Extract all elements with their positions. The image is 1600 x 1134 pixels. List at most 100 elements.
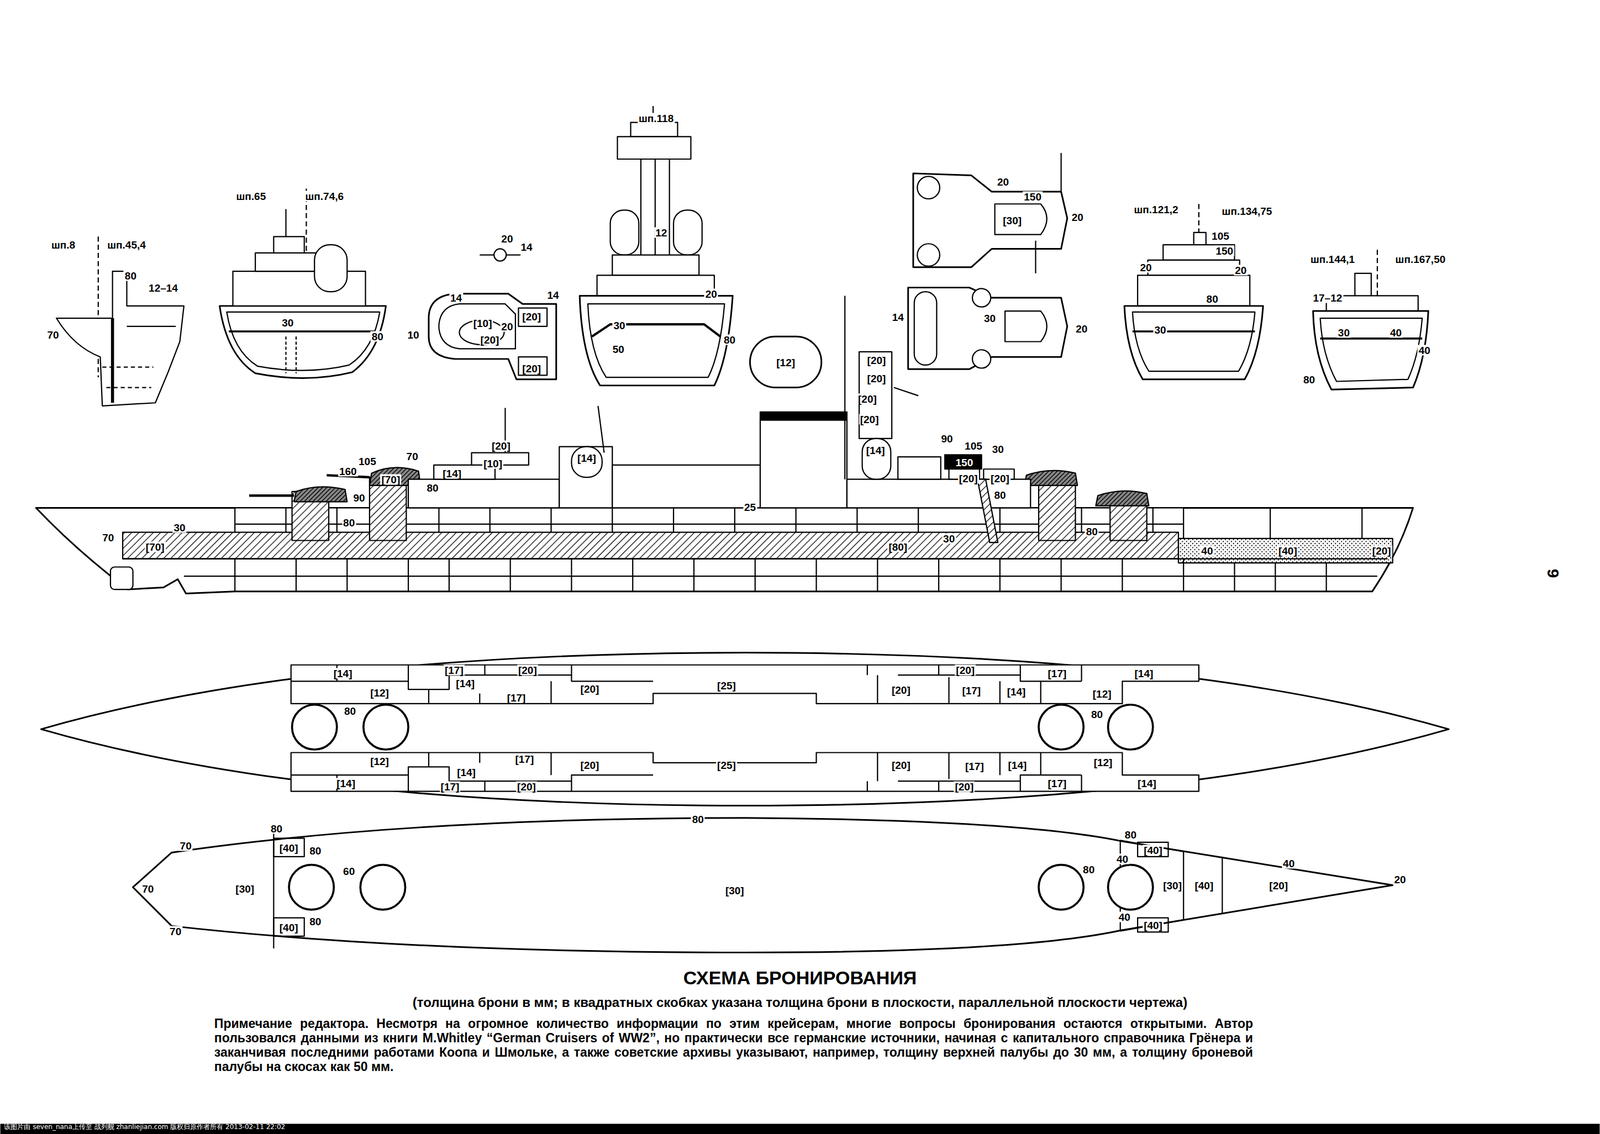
side-profile [1024, 470, 1078, 486]
armor-thickness: [30] [1161, 880, 1183, 892]
section-stern [1320, 337, 1423, 340]
director-top [479, 248, 521, 261]
armor-thickness: 20 [1070, 212, 1085, 223]
armor-thickness: 70 [168, 926, 183, 938]
armor-thickness: [40] [1277, 545, 1299, 557]
turret-plans-aft [1060, 153, 1062, 192]
armor-thickness: [70] [380, 474, 402, 486]
armor-thickness: 30 [1337, 327, 1351, 339]
side-profile [110, 567, 134, 591]
armor-thickness: [80] [887, 541, 909, 552]
armor-thickness: [20] [989, 473, 1011, 484]
armor-thickness: 80 [722, 334, 737, 346]
armor-thickness: [12] [1091, 688, 1113, 699]
armor-deck-plan [133, 818, 1393, 954]
watermark: 该图片由 seven_nana上传至 战列舰 zhanliejian.com 版… [3, 1123, 286, 1131]
armor-thickness: [14] [332, 667, 354, 679]
armor-thickness: 70 [179, 840, 193, 852]
armor-deck-plan [1137, 842, 1168, 857]
upper-deck-plan [292, 704, 338, 750]
turret-plans-aft [908, 287, 1068, 370]
section-forward [228, 330, 376, 333]
section-stern [1313, 311, 1429, 390]
armor-deck-plan [1038, 865, 1084, 910]
armor-thickness: шп.121,2 [1133, 203, 1180, 215]
armor-thickness: [40] [278, 842, 300, 854]
armor-thickness: 10 [406, 329, 420, 340]
armor-thickness: [14] [454, 678, 476, 689]
side-profile [893, 387, 919, 397]
armor-thickness: [20] [866, 354, 888, 366]
armor-thickness: 14 [545, 289, 560, 300]
side-profile [1030, 479, 1078, 481]
section-midship [630, 122, 678, 138]
armor-thickness: [17] [439, 781, 461, 792]
armor-thickness: 20 [1074, 323, 1089, 334]
armor-thickness: шп.65 [234, 190, 267, 202]
section-midship [591, 324, 721, 337]
turret-plan [518, 356, 547, 376]
side-profile [760, 418, 847, 508]
armor-thickness: 20 [1139, 261, 1154, 273]
section-aft [1162, 244, 1235, 261]
armor-thickness: [14] [1006, 686, 1028, 698]
editor-note: Примечание редактора. Несмотря на огромн… [214, 1016, 1254, 1075]
armor-thickness: 70 [140, 883, 155, 894]
armor-thickness: 50 [611, 343, 626, 355]
armor-thickness: [20] [517, 665, 539, 676]
upper-deck-plan [291, 753, 1199, 792]
armor-deck-plan [1182, 851, 1184, 921]
armor-thickness: [17] [1046, 667, 1068, 679]
side-profile [1038, 477, 1076, 541]
section-midship [587, 303, 725, 378]
armor-thickness: [17] [960, 685, 982, 697]
side-profile [293, 486, 347, 502]
armor-thickness: 20 [704, 288, 719, 299]
upper-deck-plan [40, 653, 1449, 807]
armor-thickness: 80 [123, 270, 138, 281]
section-stern [1320, 318, 1423, 382]
section-aft [1124, 306, 1263, 380]
armor-deck-plan [1137, 918, 1168, 933]
side-profile [249, 494, 294, 497]
armor-thickness: 150 [954, 456, 975, 468]
armor-thickness: 30 [280, 317, 295, 328]
armor-thickness: 25 [743, 501, 757, 513]
upper-deck-plan [291, 665, 1199, 704]
section-midship [579, 295, 733, 386]
armor-thickness: [25] [716, 760, 738, 771]
armor-thickness: [17] [964, 761, 986, 772]
armor-thickness: 80 [691, 814, 705, 825]
armor-thickness: [20] [520, 311, 542, 322]
armor-thickness: 80 [1085, 526, 1099, 538]
side-profile [612, 465, 761, 509]
side-profile [183, 575, 1378, 577]
armor-thickness: 80 [992, 489, 1007, 500]
armor-thickness: [14] [576, 453, 598, 464]
upper-deck-plan [1038, 704, 1084, 750]
section-forward [226, 312, 380, 371]
armor-thickness: [70] [144, 541, 166, 552]
upper-deck-plan [363, 704, 409, 750]
section-aft [1148, 260, 1240, 276]
turret-plan [428, 293, 557, 380]
turret-plans-aft [972, 349, 991, 368]
section-midship [597, 275, 715, 296]
section-bow [126, 325, 176, 328]
section-midship [610, 209, 640, 255]
armor-thickness: [14] [1133, 667, 1155, 679]
armor-thickness: 40 [1117, 912, 1132, 923]
side-profile [977, 479, 998, 543]
director-top [479, 254, 494, 256]
armor-thickness: [30] [724, 885, 746, 897]
turret-plans-aft [917, 176, 940, 199]
armor-thickness: 105 [1210, 230, 1231, 241]
armor-thickness: 14 [519, 241, 534, 252]
armor-thickness: 40 [1388, 327, 1403, 339]
section-forward [285, 208, 287, 237]
armor-thickness: [12] [369, 755, 391, 767]
armor-thickness: [20] [890, 684, 912, 696]
section-forward [314, 244, 347, 292]
